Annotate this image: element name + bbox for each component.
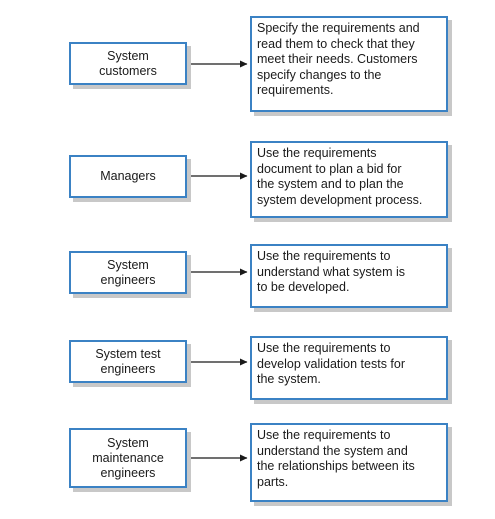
use-box-system-customers: Specify the requirements and read them t… (250, 16, 448, 112)
user-box-managers: Managers (69, 155, 187, 198)
user-box-system-test-engineers: System test engineers (69, 340, 187, 383)
use-box-system-engineers: Use the requirements to understand what … (250, 244, 448, 308)
user-box-system-maintenance-engineers: System maintenance engineers (69, 428, 187, 488)
use-box-system-maintenance-engineers: Use the requirements to understand the s… (250, 423, 448, 502)
use-box-system-test-engineers: Use the requirements to develop validati… (250, 336, 448, 400)
user-box-system-engineers: System engineers (69, 251, 187, 294)
use-box-managers: Use the requirements document to plan a … (250, 141, 448, 218)
user-box-system-customers: System customers (69, 42, 187, 85)
